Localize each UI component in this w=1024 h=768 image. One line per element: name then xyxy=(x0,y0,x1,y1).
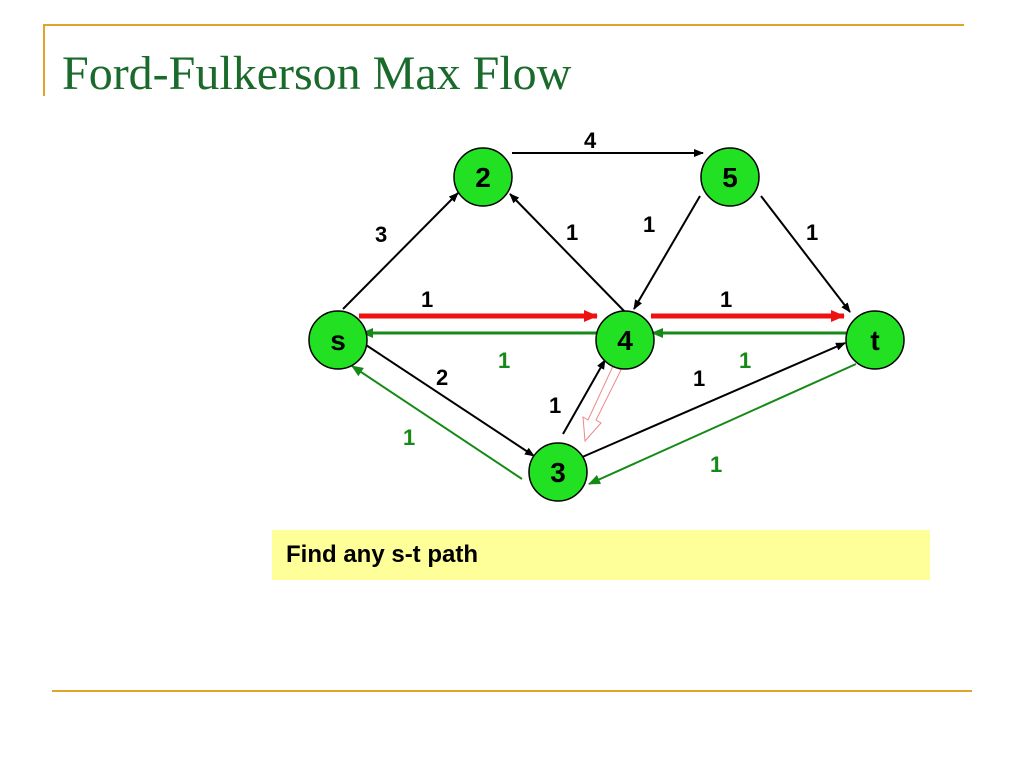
slide-title: Ford-Fulkerson Max Flow xyxy=(62,47,572,100)
edge-s-to-3 xyxy=(365,344,535,457)
edge-5-to-t xyxy=(760,195,851,313)
edge-4-to-2 xyxy=(509,193,627,314)
title-accent-horizontal-rule xyxy=(43,24,964,26)
label-s-2: 3 xyxy=(375,222,387,247)
footer-rule xyxy=(52,690,972,692)
label-s-4: 1 xyxy=(421,287,433,312)
title-accent-vertical-rule xyxy=(43,24,45,96)
label-4-s-residual: 1 xyxy=(498,348,510,373)
node-4: 4 xyxy=(595,310,655,370)
node-3: 3 xyxy=(528,442,588,502)
label-4-2: 1 xyxy=(566,220,578,245)
node-5: 5 xyxy=(700,147,760,207)
node-t: t xyxy=(845,310,905,370)
edge-s-to-2 xyxy=(342,192,459,310)
edge-5-to-4 xyxy=(633,195,701,310)
node-label: s xyxy=(330,325,346,356)
node-label: 4 xyxy=(617,325,633,356)
label-2-5: 4 xyxy=(584,128,597,153)
label-t-4-residual: 1 xyxy=(739,348,751,373)
label-s-3: 2 xyxy=(436,365,448,390)
label-3-t: 1 xyxy=(693,366,705,391)
label-5-t: 1 xyxy=(806,220,818,245)
label-5-4: 1 xyxy=(643,212,655,237)
node-label: t xyxy=(870,325,879,356)
label-3-4: 1 xyxy=(549,393,561,418)
node-label: 5 xyxy=(722,162,738,193)
edge-3-to-4 xyxy=(562,359,606,435)
node-label: 2 xyxy=(475,162,491,193)
label-4-t: 1 xyxy=(720,287,732,312)
outlined-hint-arrow-4-to-3 xyxy=(582,365,622,443)
label-3-s-residual: 1 xyxy=(403,425,415,450)
edge-3-to-t xyxy=(579,342,846,459)
instruction-text: Find any s-t path xyxy=(286,541,478,568)
instruction-callout: Find any s-t path xyxy=(272,530,930,580)
edge-3-to-s-residual xyxy=(351,365,523,480)
edge-t-to-3-residual xyxy=(588,363,857,485)
node-s: s xyxy=(308,310,368,370)
label-t-3-residual: 1 xyxy=(710,452,722,477)
node-label: 3 xyxy=(550,457,566,488)
node-2: 2 xyxy=(453,147,513,207)
